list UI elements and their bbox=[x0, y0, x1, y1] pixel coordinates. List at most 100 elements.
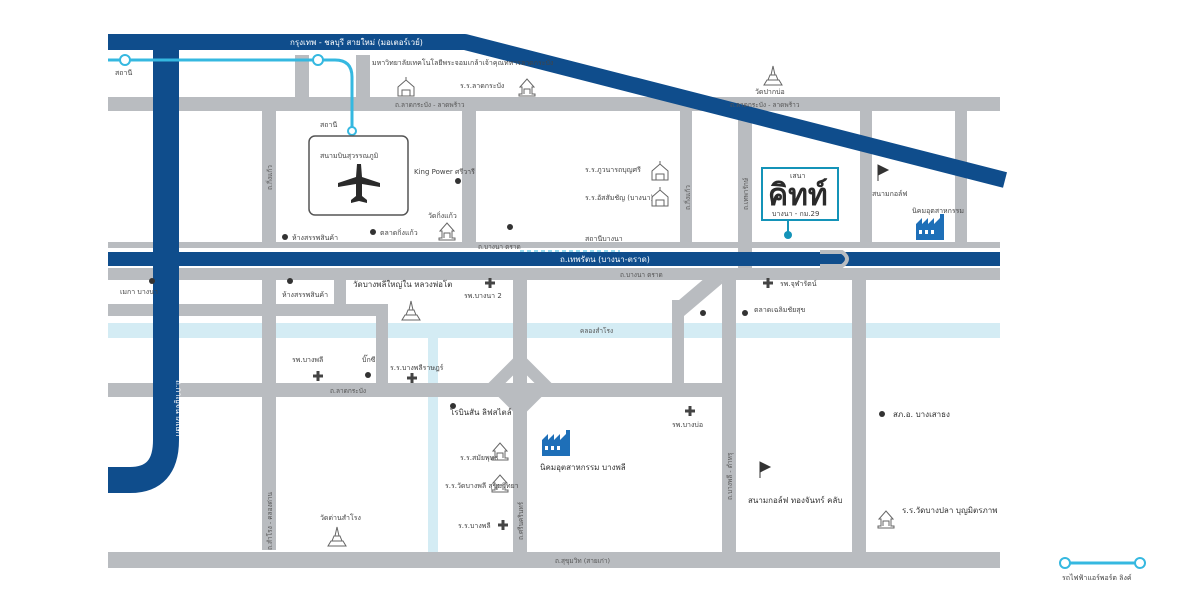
place-dot-icon bbox=[455, 178, 461, 184]
pagoda-icon bbox=[763, 65, 783, 86]
hospital-cross-icon bbox=[407, 373, 417, 383]
vertical-east-label: ถ.บางพลี - ตำหรุ bbox=[726, 452, 734, 500]
top-expressway-label: กรุงเทพ - ชลบุรี สายใหม่ (มอเตอร์เวย์) bbox=[290, 37, 423, 47]
temple-mid-label: วัดกิ่งแก้ว bbox=[428, 211, 457, 220]
golf-ne-label: สนามกอล์ฟ bbox=[872, 190, 907, 198]
west-highway bbox=[108, 35, 179, 493]
main-highway bbox=[108, 252, 1000, 266]
canal-branch bbox=[428, 338, 438, 552]
canal bbox=[108, 323, 1000, 338]
legend: รถไฟฟ้าแอร์พอร์ต ลิงค์ bbox=[1059, 557, 1146, 582]
place-dot-icon bbox=[149, 278, 155, 284]
king-power-label: King Power ศรีวารี bbox=[414, 168, 475, 176]
west-highway-label: ถ.กาญจนาภิเษก bbox=[174, 380, 183, 436]
vertical-right-label: ถ.เทพารักษ์ bbox=[742, 177, 750, 210]
roundabout bbox=[486, 351, 554, 419]
subdistrict-label: สภ.อ. บางเสาธง bbox=[893, 410, 950, 419]
station-left-label: สถานี bbox=[115, 69, 132, 77]
school-bangplee2-label: ร.ร.บางพลี bbox=[458, 522, 491, 530]
vertical-mid-label: ถ.กิ่งแก้ว bbox=[683, 185, 692, 210]
market-south-label: ตลาดเฉลิมชัยสุข bbox=[754, 306, 806, 314]
place-dot-icon bbox=[450, 403, 456, 409]
airplane-icon bbox=[338, 164, 380, 203]
north-road-label-right: ถ.ลาดกระบัง - ลาดพร้าว bbox=[730, 101, 800, 109]
school-icon bbox=[397, 76, 415, 97]
highway-south-label: ถ.บางนา ตราด bbox=[620, 271, 663, 279]
airport: สนามบินสุวรรณภูมิ bbox=[308, 135, 409, 216]
station-ring-icon bbox=[312, 54, 324, 66]
project-prefix: เสนา bbox=[790, 172, 805, 180]
temple-sw-label: วัดด่านสำโรง bbox=[320, 513, 361, 522]
temple-south1-label: ร.ร.สมัยพุทธ bbox=[460, 454, 498, 462]
place-dot-icon bbox=[507, 224, 513, 230]
hospital-cross-icon bbox=[685, 406, 695, 416]
school-mid1-label: ร.ร.ภูวนารถบุญศรี bbox=[585, 166, 641, 174]
place-dot-icon bbox=[287, 278, 293, 284]
station-ring-icon bbox=[347, 126, 357, 136]
industrial-ne-label: นิคมอุตสาหกรรม bbox=[912, 207, 964, 215]
temple-icon bbox=[438, 222, 456, 241]
station-ring-icon bbox=[119, 54, 131, 66]
hospital-chularat-label: รพ.จุฬารัตน์ bbox=[780, 280, 817, 288]
place-dot-icon bbox=[370, 229, 376, 235]
place-dot-icon bbox=[282, 234, 288, 240]
temple-ne-label: วัดปากบ่อ bbox=[755, 88, 785, 96]
station-airport-label: สถานี bbox=[320, 121, 337, 129]
station-ring-icon bbox=[1134, 557, 1146, 569]
hospital-bangna2-label: รพ.บางนา 2 bbox=[464, 292, 502, 300]
project-marker: เสนา คิทท์ บางนา - กม.29 bbox=[761, 167, 839, 239]
mall-south-label: ห้างสรรพสินค้า bbox=[282, 291, 328, 299]
pagoda-icon bbox=[401, 300, 421, 321]
mall-label: ห้างสรรพสินค้า bbox=[292, 234, 338, 242]
pagoda-icon bbox=[327, 526, 347, 547]
hospital-bangplee-label: รพ.บางพลี bbox=[292, 356, 323, 364]
airport-rail-link bbox=[108, 54, 357, 136]
golf-flag-icon bbox=[877, 164, 889, 182]
factory-icon bbox=[916, 214, 944, 240]
school-icon bbox=[651, 186, 669, 207]
school-mid2-label: ร.ร.อัสสัมชัญ (บางนา) bbox=[585, 194, 654, 202]
bangplee-temple-label: วัดบางพลีใหญ่ใน หลวงพ่อโต bbox=[353, 279, 452, 289]
temple-south2-label: ร.ร.วัดบางพลี สุขุมวิทยา bbox=[445, 482, 519, 490]
canal-label: คลองสำโรง bbox=[580, 327, 613, 335]
bangna-station-label: สถานีบางนา bbox=[585, 235, 623, 243]
north-road-label-left: ถ.ลาดกระบัง - ลาดพร้าว bbox=[395, 101, 465, 109]
local-roads bbox=[108, 55, 1000, 568]
highway-ramp bbox=[820, 250, 849, 268]
airport-label: สนามบินสุวรรณภูมิ bbox=[320, 152, 378, 160]
place-dot-icon bbox=[365, 372, 371, 378]
vertical-left-label: ถ.กิ่งแก้ว bbox=[265, 165, 274, 190]
robinson-label: โรบินสัน ลิฟสไตล์ bbox=[450, 407, 512, 417]
highway-north-label: ถ.บางนา ตราด bbox=[478, 243, 521, 251]
project-sub: บางนา - กม.29 bbox=[772, 210, 819, 218]
golf-flag-icon bbox=[759, 461, 771, 479]
project-name: คิทท์ bbox=[768, 178, 828, 213]
place-dot-icon bbox=[879, 411, 885, 417]
school-icon bbox=[651, 160, 669, 181]
top-expressway bbox=[108, 34, 1007, 188]
hospital-cross-icon bbox=[498, 520, 508, 530]
project-location-pin bbox=[784, 231, 792, 239]
market-label: ตลาดกิ่งแก้ว bbox=[380, 228, 418, 237]
temple-icon bbox=[518, 78, 536, 97]
school-north-label: มหาวิทยาลัยเทคโนโลยีพระจอมเกล้าเจ้าคุณทห… bbox=[372, 58, 553, 67]
main-highway-label: ถ.เทพรัตน (บางนา-ตราด) bbox=[560, 255, 650, 264]
temple-north-label: ร.ร.ลาดกระบัง bbox=[460, 82, 504, 90]
station-ring-icon bbox=[1059, 557, 1071, 569]
mid-road-label: ถ.ลาดกระบัง bbox=[330, 387, 366, 395]
temple-icon bbox=[877, 510, 895, 529]
legend-label: รถไฟฟ้าแอร์พอร์ต ลิงค์ bbox=[1062, 573, 1132, 582]
vertical-bangplee-label: ถ.ศรีนครินทร์ bbox=[517, 501, 525, 540]
vertical-west-south-label: ถ.สำโรง - คลองด่าน bbox=[266, 491, 274, 550]
school-se-label: ร.ร.วัดบางปลา บุญมิตรภาพ bbox=[902, 506, 998, 515]
factory-icon bbox=[542, 430, 570, 456]
south-road-label: ถ.สุขุมวิท (สายเก่า) bbox=[555, 557, 610, 565]
hospital-cross-icon bbox=[313, 371, 323, 381]
big-c-label: บิ๊กซี bbox=[362, 354, 376, 364]
place-dot-icon bbox=[742, 310, 748, 316]
place-dot-icon bbox=[700, 310, 706, 316]
hospital-bangbo-label: รพ.บางบ่อ bbox=[672, 421, 703, 429]
mega-label: เมกา บางนา bbox=[120, 288, 158, 296]
school-bangplee-label: ร.ร.บางพลีราษฎร์ bbox=[390, 364, 444, 372]
